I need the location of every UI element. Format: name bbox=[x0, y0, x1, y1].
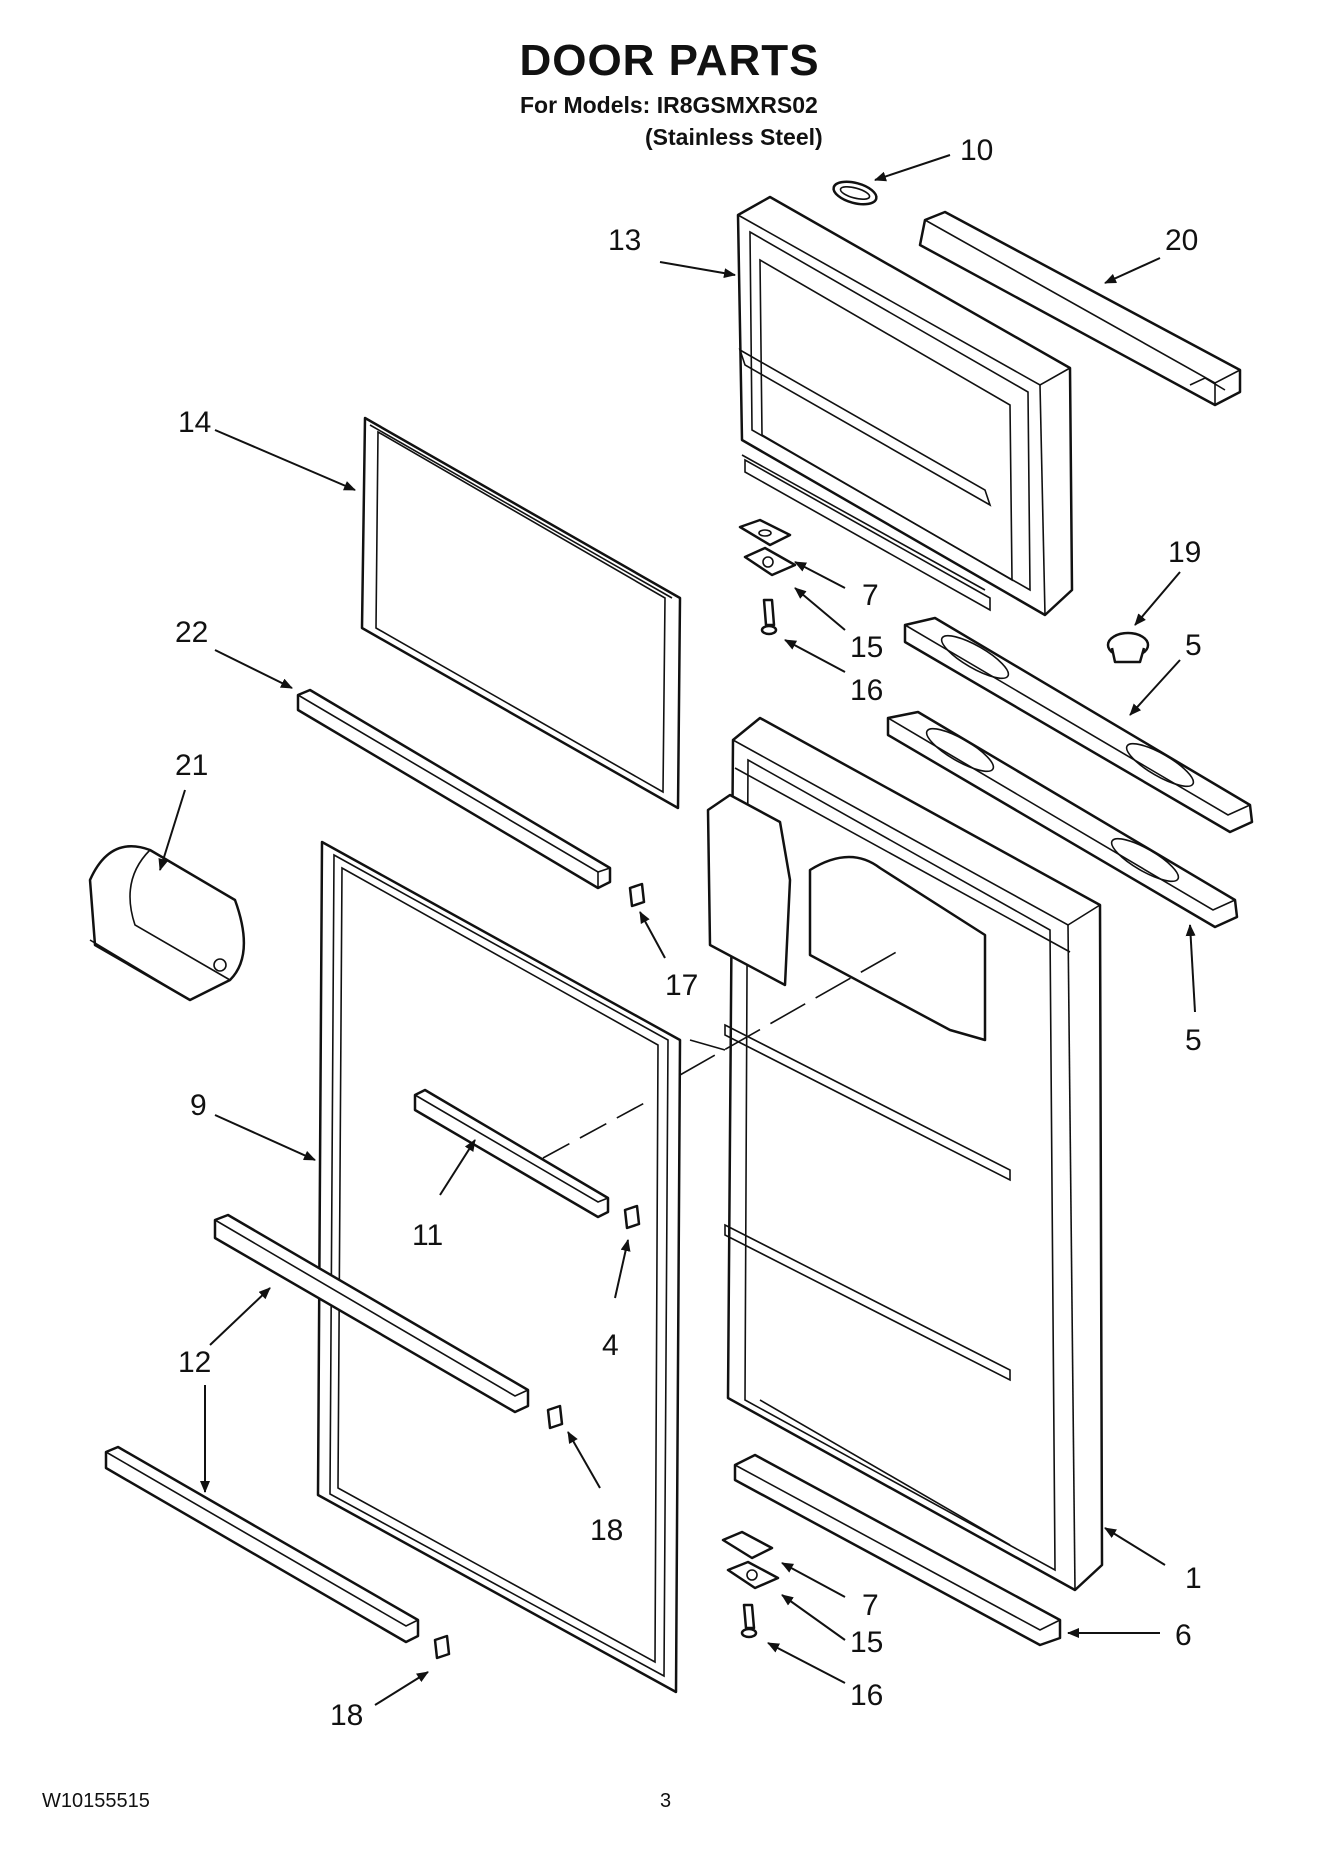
callout-5-top: 5 bbox=[1185, 629, 1202, 662]
part-14-freezer-gasket bbox=[360, 416, 682, 810]
part-9-gasket bbox=[316, 840, 682, 1694]
hinge-top-parts bbox=[738, 518, 797, 636]
callout-11: 11 bbox=[412, 1219, 443, 1252]
callout-21: 21 bbox=[175, 749, 208, 782]
callout-7-bottom: 7 bbox=[862, 1589, 879, 1622]
part-5-handles bbox=[886, 616, 1254, 929]
callout-16-top: 16 bbox=[850, 674, 883, 707]
callout-12: 12 bbox=[178, 1346, 211, 1379]
part-6-bottom-trim bbox=[733, 1453, 1062, 1647]
part-4-clip bbox=[623, 1204, 641, 1230]
callout-6: 6 bbox=[1175, 1619, 1192, 1652]
page-title: DOOR PARTS bbox=[519, 36, 820, 85]
part-13-freezer-door bbox=[736, 195, 1074, 617]
callout-18-bottom: 18 bbox=[330, 1699, 363, 1732]
part-10-shape bbox=[832, 180, 878, 206]
part-20-shape bbox=[918, 210, 1242, 407]
page-number: 3 bbox=[660, 1790, 672, 1812]
callout-14: 14 bbox=[178, 406, 211, 439]
callout-4: 4 bbox=[602, 1329, 619, 1362]
models-line: For Models: IR8GSMXRS02 bbox=[520, 92, 818, 118]
finish-line: (Stainless Steel) bbox=[645, 124, 823, 150]
document-number: W10155515 bbox=[42, 1790, 150, 1812]
part-1-fresh-food-door bbox=[689, 716, 1104, 1592]
part-22-trim bbox=[296, 688, 612, 890]
hinge-bottom-parts bbox=[721, 1530, 780, 1639]
callout-10: 10 bbox=[960, 134, 993, 167]
callout-16-bottom: 16 bbox=[850, 1679, 883, 1712]
part-12-trims bbox=[104, 1213, 530, 1644]
callout-1: 1 bbox=[1185, 1562, 1202, 1595]
callout-5-bottom: 5 bbox=[1185, 1024, 1202, 1057]
callout-22: 22 bbox=[175, 616, 208, 649]
callout-20: 20 bbox=[1165, 224, 1198, 257]
callout-7-top: 7 bbox=[862, 579, 879, 612]
callout-15-top: 15 bbox=[850, 631, 883, 664]
part-21-bin bbox=[88, 845, 246, 1002]
callout-13: 13 bbox=[608, 224, 641, 257]
callout-19: 19 bbox=[1168, 536, 1201, 569]
part-17-clip bbox=[628, 882, 646, 908]
callout-17: 17 bbox=[665, 969, 698, 1002]
part-11-trim bbox=[413, 1088, 610, 1219]
callout-18-mid: 18 bbox=[590, 1514, 623, 1547]
callout-9: 9 bbox=[190, 1089, 207, 1122]
part-18-clips bbox=[433, 1404, 564, 1660]
part-19-plug bbox=[1106, 631, 1150, 664]
callout-15-bottom: 15 bbox=[850, 1626, 883, 1659]
